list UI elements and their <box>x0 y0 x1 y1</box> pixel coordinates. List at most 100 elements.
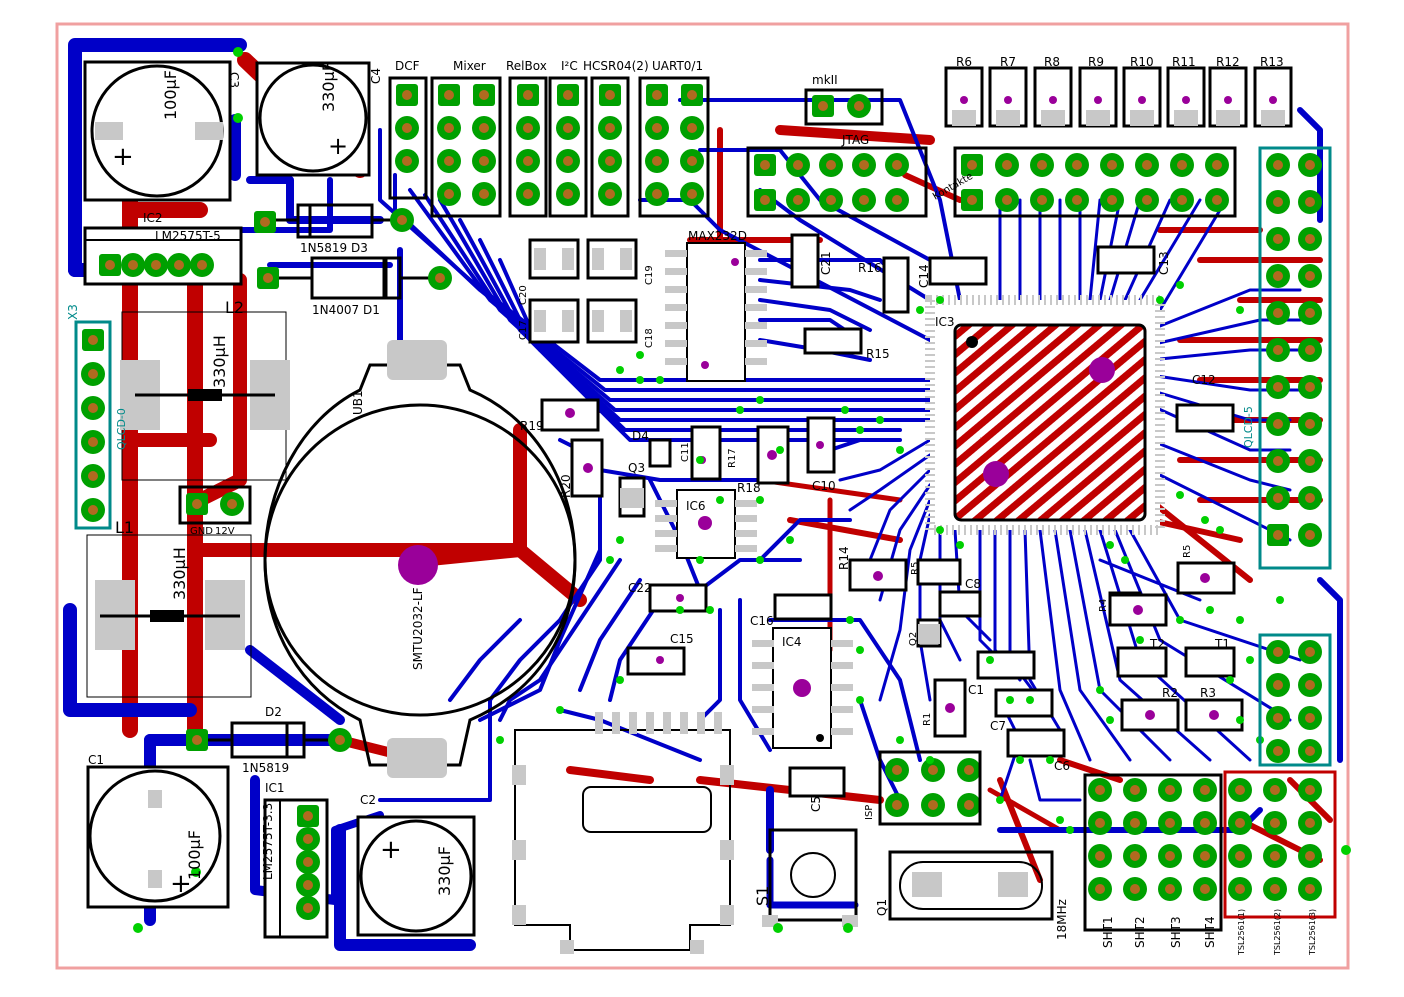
pad-drill <box>1305 713 1315 723</box>
pad-drill <box>197 260 207 270</box>
pad-drill <box>335 735 345 745</box>
pad-drill <box>260 217 270 227</box>
pad-drill <box>192 499 202 509</box>
label-100uf-top: 100µF <box>161 70 180 120</box>
pad-drill <box>1212 195 1222 205</box>
ic3-mcu <box>925 295 1165 535</box>
pad-drill <box>88 471 98 481</box>
pad-drill <box>1305 419 1315 429</box>
via <box>936 296 944 304</box>
label-q3: Q3 <box>628 461 645 475</box>
pad-drill <box>1273 382 1283 392</box>
label-c21: C21 <box>819 251 833 275</box>
pad-drill <box>964 800 974 810</box>
pad-drill <box>1072 160 1082 170</box>
inductor-l2 <box>120 311 290 481</box>
ic-max232 <box>665 242 767 382</box>
label-c4: C4 <box>369 68 383 84</box>
pad-drill <box>1270 884 1280 894</box>
label-sht4: SHT4 <box>1203 916 1217 948</box>
pad-drill <box>1305 493 1315 503</box>
via <box>696 456 704 464</box>
label-lm2575-5: LM2575T-5 <box>155 229 221 243</box>
pad-drill <box>928 765 938 775</box>
pad-drill <box>1200 785 1210 795</box>
pad-drill <box>303 811 313 821</box>
pad-drill <box>1037 160 1047 170</box>
pad-drill <box>1095 785 1105 795</box>
label-r16: R16 <box>858 261 882 275</box>
via <box>1226 676 1234 684</box>
via <box>786 536 794 544</box>
label-100uf-bot: 100µF <box>185 830 204 880</box>
label-gnd: GND <box>190 526 213 537</box>
pad-drill <box>1165 785 1175 795</box>
via <box>1156 296 1164 304</box>
via <box>856 646 864 654</box>
pad-drill <box>687 189 697 199</box>
via <box>736 406 744 414</box>
label-t1: T1 <box>1214 637 1230 651</box>
via <box>1106 716 1114 724</box>
pad-drill <box>88 335 98 345</box>
pad-drill <box>1142 160 1152 170</box>
pad-drill <box>687 90 697 100</box>
via <box>1096 686 1104 694</box>
cap-c3: + <box>83 60 232 202</box>
pad-drill <box>523 123 533 133</box>
cap-c2: + <box>356 815 476 937</box>
pad-drill <box>652 156 662 166</box>
ic-ic6 <box>655 489 757 559</box>
teal-header-outlines <box>74 146 1337 919</box>
pad-drill <box>1130 851 1140 861</box>
label-r8: R8 <box>1044 55 1060 69</box>
via <box>706 606 714 614</box>
pad-drill <box>1177 160 1187 170</box>
pad-drill <box>1273 234 1283 244</box>
via <box>773 923 783 933</box>
pad-drill <box>1002 160 1012 170</box>
pad-drill <box>964 765 974 775</box>
label-l2: L2 <box>225 298 244 317</box>
via <box>1136 636 1144 644</box>
pad-drill <box>88 403 98 413</box>
via <box>556 706 564 714</box>
pad-drill <box>1212 160 1222 170</box>
label-c1-mid: C1 <box>968 683 984 697</box>
pad-drill <box>563 90 573 100</box>
pad-drill <box>303 857 313 867</box>
label-r4: R4 <box>1098 599 1109 612</box>
pad-drill <box>652 123 662 133</box>
smd-components <box>528 66 1293 798</box>
label-c2: C2 <box>360 793 376 807</box>
pad-drill <box>1305 746 1315 756</box>
pad-drill <box>928 800 938 810</box>
crystal-q1 <box>888 850 1054 921</box>
pad-drill <box>563 156 573 166</box>
pad-drill <box>1130 884 1140 894</box>
pad-drill <box>687 156 697 166</box>
label-c5: C5 <box>809 796 823 812</box>
pad-drill <box>1273 713 1283 723</box>
pad-drill <box>605 156 615 166</box>
label-q2: Q2 <box>908 632 919 646</box>
pad-drill <box>1130 785 1140 795</box>
pad-drill <box>1165 884 1175 894</box>
pad-drill <box>479 156 489 166</box>
ic-ic4 <box>752 627 853 749</box>
label-r13: R13 <box>1260 55 1284 69</box>
pad-drill <box>303 834 313 844</box>
pad-drill <box>444 90 454 100</box>
via <box>1121 556 1129 564</box>
pad-drill <box>1305 345 1315 355</box>
label-c18: C18 <box>644 328 655 348</box>
pad-drill <box>859 160 869 170</box>
via <box>496 736 504 744</box>
via <box>656 376 664 384</box>
via <box>986 656 994 664</box>
pad-drill <box>687 123 697 133</box>
pad-drill <box>1072 195 1082 205</box>
via <box>1341 845 1351 855</box>
via <box>616 536 624 544</box>
via <box>676 606 684 614</box>
